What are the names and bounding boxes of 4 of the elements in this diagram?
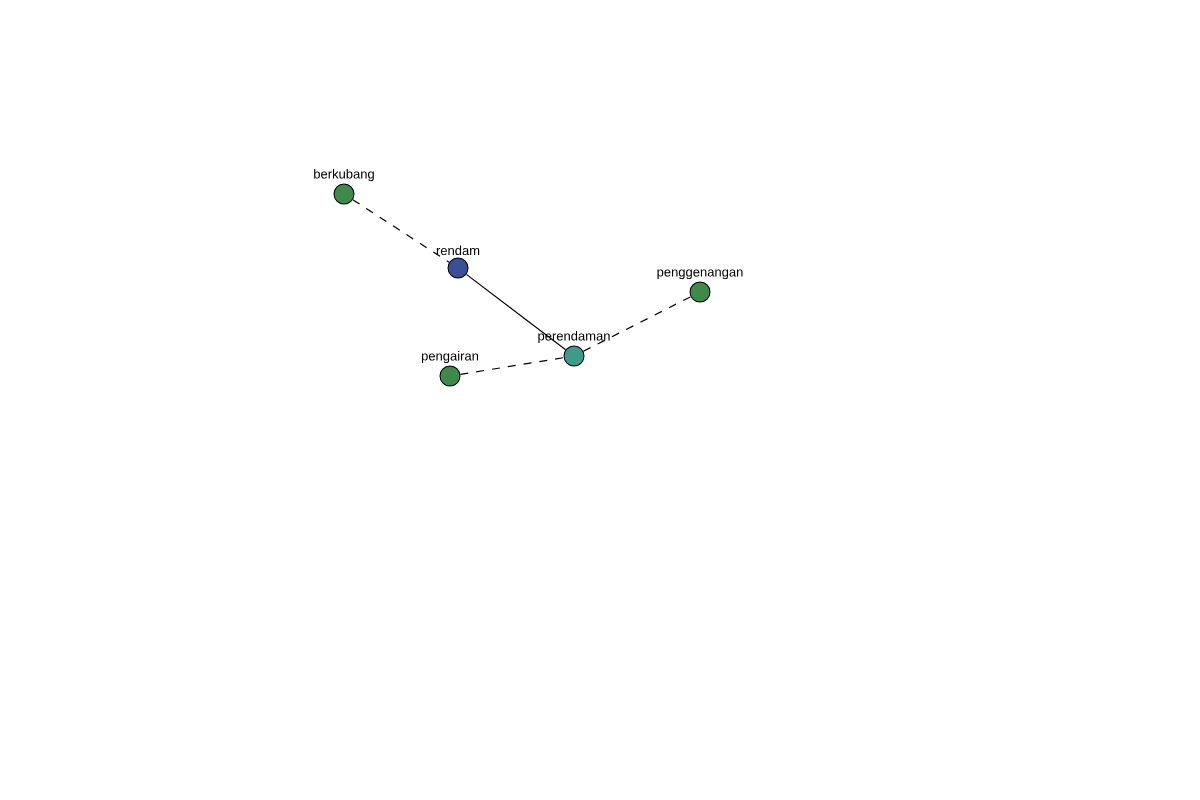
- connector-line: [352, 199, 450, 263]
- connector-line: [459, 357, 565, 375]
- connector-line: [465, 273, 567, 351]
- connector-line: [582, 296, 692, 352]
